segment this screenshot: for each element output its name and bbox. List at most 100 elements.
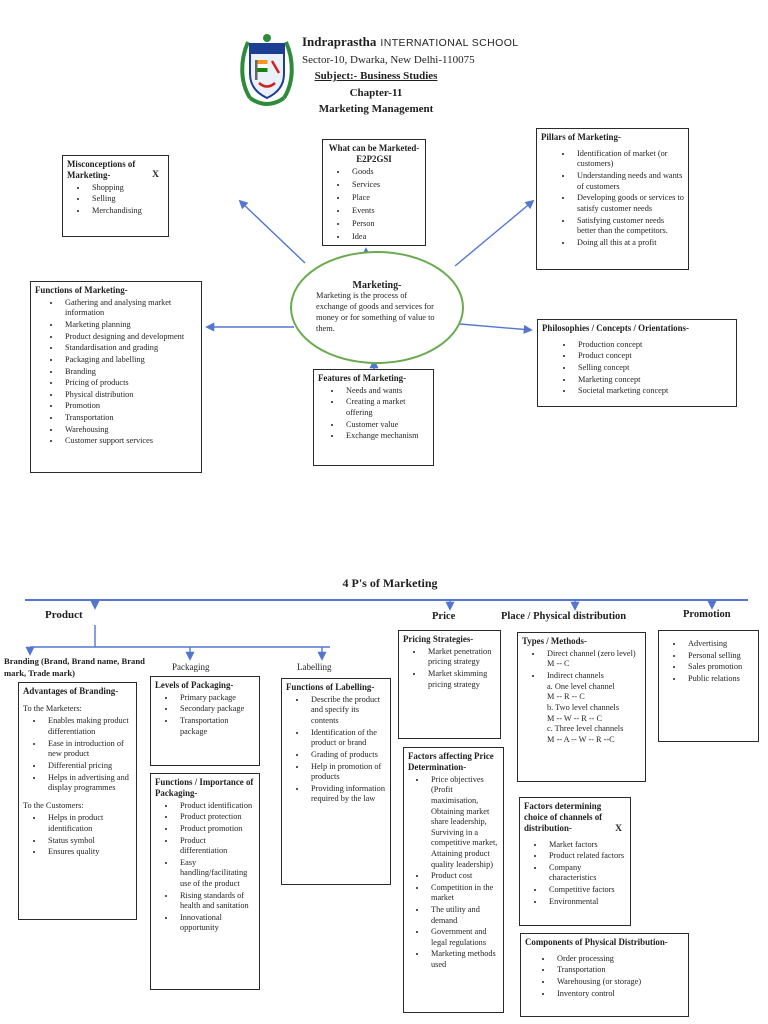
list-item: Direct channel (zero level) M -- C bbox=[543, 649, 641, 670]
box-title: What can be Marketed- bbox=[328, 143, 420, 153]
functions-of-packaging-box: Functions / Importance of Packaging- Pro… bbox=[150, 773, 260, 990]
list-item: Product related factors bbox=[545, 851, 626, 862]
list-item: Helps in product identification bbox=[44, 813, 132, 834]
branch-product: Product bbox=[45, 609, 83, 621]
list-item: Product cost bbox=[427, 871, 499, 882]
box-title: Levels of Packaging- bbox=[155, 680, 234, 690]
channel-types-box: Types / Methods- Direct channel (zero le… bbox=[517, 632, 646, 782]
box-title: Functions of Marketing- bbox=[35, 285, 128, 295]
box-title: Pillars of Marketing- bbox=[541, 132, 621, 142]
list-item: Market skimming pricing strategy bbox=[424, 669, 496, 690]
philosophies-box: Philosophies / Concepts / Orientations- … bbox=[537, 319, 737, 407]
list-item: Describe the product and specify its con… bbox=[307, 695, 386, 727]
branch-price: Price bbox=[432, 611, 456, 622]
list-item: Public relations bbox=[684, 674, 754, 685]
list-item: Market factors bbox=[545, 840, 626, 851]
school-name-rest: INTERNATIONAL SCHOOL bbox=[380, 37, 519, 49]
branding-label: Branding (Brand, Brand name, Brand mark,… bbox=[4, 656, 145, 678]
bullet-list: ShoppingSellingMerchandising bbox=[67, 183, 164, 217]
list-item: Goods bbox=[348, 167, 421, 178]
list-item: Transportation bbox=[553, 965, 684, 976]
bullet-list: Price objectives (Profit maximisation, O… bbox=[408, 775, 499, 971]
list-item: Marketing concept bbox=[574, 375, 732, 386]
list-item: Indirect channels a. One level channel M… bbox=[543, 671, 641, 745]
box-title-acronym: E2P2GSI bbox=[356, 153, 392, 164]
list-item: Warehousing (or storage) bbox=[553, 977, 684, 988]
list-item: Satisfying customer needs better than th… bbox=[573, 216, 684, 237]
bullet-list: AdvertisingPersonal sellingSales promoti… bbox=[663, 639, 754, 684]
box-title: Components of Physical Distribution- bbox=[525, 937, 668, 947]
list-item: Idea bbox=[348, 232, 421, 243]
list-item: Product promotion bbox=[176, 824, 255, 835]
arrow-to-misconceptions bbox=[238, 199, 306, 264]
page-header: Indraprastha INTERNATIONAL SCHOOL Sector… bbox=[302, 34, 518, 118]
section-heading-customers: To the Customers: bbox=[23, 800, 84, 810]
features-of-marketing-box: Features of Marketing- Needs and wantsCr… bbox=[313, 369, 434, 466]
branch-promotion: Promotion bbox=[683, 609, 731, 620]
box-title: Functions / Importance of Packaging- bbox=[155, 777, 254, 798]
what-can-be-marketed-box: What can be Marketed- E2P2GSI GoodsServi… bbox=[322, 139, 426, 246]
list-item: Transportation bbox=[61, 413, 197, 424]
list-item: Customer value bbox=[342, 420, 429, 431]
list-item: Physical distribution bbox=[61, 390, 197, 401]
list-item: Government and legal regulations bbox=[427, 927, 499, 948]
list-item: Differential pricing bbox=[44, 761, 132, 772]
list-item: Branding bbox=[61, 367, 197, 378]
bullet-list: Product identificationProduct protection… bbox=[155, 801, 255, 934]
list-item: Market penetration pricing strategy bbox=[424, 647, 496, 668]
box-title: Advantages of Branding- bbox=[23, 686, 119, 696]
box-title: Types / Methods- bbox=[522, 636, 587, 646]
advantages-of-branding-box: Advantages of Branding- To the Marketers… bbox=[18, 682, 137, 920]
list-item: Merchandising bbox=[88, 206, 164, 217]
list-item: Warehousing bbox=[61, 425, 197, 436]
list-item: Marketing methods used bbox=[427, 949, 499, 970]
school-name: Indraprastha INTERNATIONAL SCHOOL bbox=[302, 34, 518, 52]
marketing-definition: Marketing is the process of exchange of … bbox=[316, 291, 435, 333]
list-item: Gathering and analysing market informati… bbox=[61, 298, 197, 319]
box-title: Pricing Strategies- bbox=[403, 634, 474, 644]
section-heading-marketers: To the Marketers: bbox=[23, 703, 82, 713]
list-item: Place bbox=[348, 193, 421, 204]
list-item: Selling bbox=[88, 194, 164, 205]
list-item: Doing all this at a profit bbox=[573, 238, 684, 249]
list-item: Selling concept bbox=[574, 363, 732, 374]
list-item: Societal marketing concept bbox=[574, 386, 732, 397]
list-item: Exchange mechanism bbox=[342, 431, 429, 442]
box-title: Factors determining choice of channels o… bbox=[524, 801, 603, 833]
list-item: Production concept bbox=[574, 340, 732, 351]
labelling-label: Labelling bbox=[297, 662, 332, 672]
price-determination-factors-box: Factors affecting Price Determination- P… bbox=[403, 747, 504, 1013]
box-title: Features of Marketing- bbox=[318, 373, 407, 383]
list-item: Shopping bbox=[88, 183, 164, 194]
list-item: Pricing of products bbox=[61, 378, 197, 389]
bullet-list: Identification of market (or customers)U… bbox=[541, 149, 684, 248]
marketing-central-ellipse: Marketing- Marketing is the process of e… bbox=[290, 251, 464, 364]
list-item: Advertising bbox=[684, 639, 754, 650]
bullet-list: Primary packageSecondary packageTranspor… bbox=[155, 693, 255, 737]
list-item: Order processing bbox=[553, 954, 684, 965]
functions-of-labelling-box: Functions of Labelling- Describe the pro… bbox=[281, 678, 391, 885]
bullet-list: Helps in product identificationStatus sy… bbox=[23, 813, 132, 857]
pricing-strategies-box: Pricing Strategies- Market penetration p… bbox=[398, 630, 501, 739]
bullet-list: Describe the product and specify its con… bbox=[286, 695, 386, 805]
list-item: Rising standards of health and sanitatio… bbox=[176, 891, 255, 912]
bullet-list: Direct channel (zero level) M -- CIndire… bbox=[522, 649, 641, 745]
x-mark: X bbox=[152, 170, 159, 180]
list-item: Product designing and development bbox=[61, 332, 197, 343]
list-item: Sales promotion bbox=[684, 662, 754, 673]
list-item: Help in promotion of products bbox=[307, 762, 386, 783]
channel-choice-factors-box: X Factors determining choice of channels… bbox=[519, 797, 631, 926]
list-item: Company characteristics bbox=[545, 863, 626, 884]
chapter-line: Chapter-11 bbox=[349, 86, 403, 99]
bullet-list: Needs and wantsCreating a market offerin… bbox=[318, 386, 429, 442]
list-item: The utility and demand bbox=[427, 905, 499, 926]
box-title: Philosophies / Concepts / Orientations- bbox=[542, 323, 689, 333]
box-title: Misconceptions of Marketing- bbox=[67, 159, 136, 180]
list-item: Competition in the market bbox=[427, 883, 499, 904]
list-item: Standardisation and grading bbox=[61, 343, 197, 354]
tree-title: 4 P's of Marketing bbox=[342, 576, 438, 590]
list-item: Environmental bbox=[545, 897, 626, 908]
pillars-box: Pillars of Marketing- Identification of … bbox=[536, 128, 689, 270]
bullet-list: Market penetration pricing strategyMarke… bbox=[403, 647, 496, 690]
